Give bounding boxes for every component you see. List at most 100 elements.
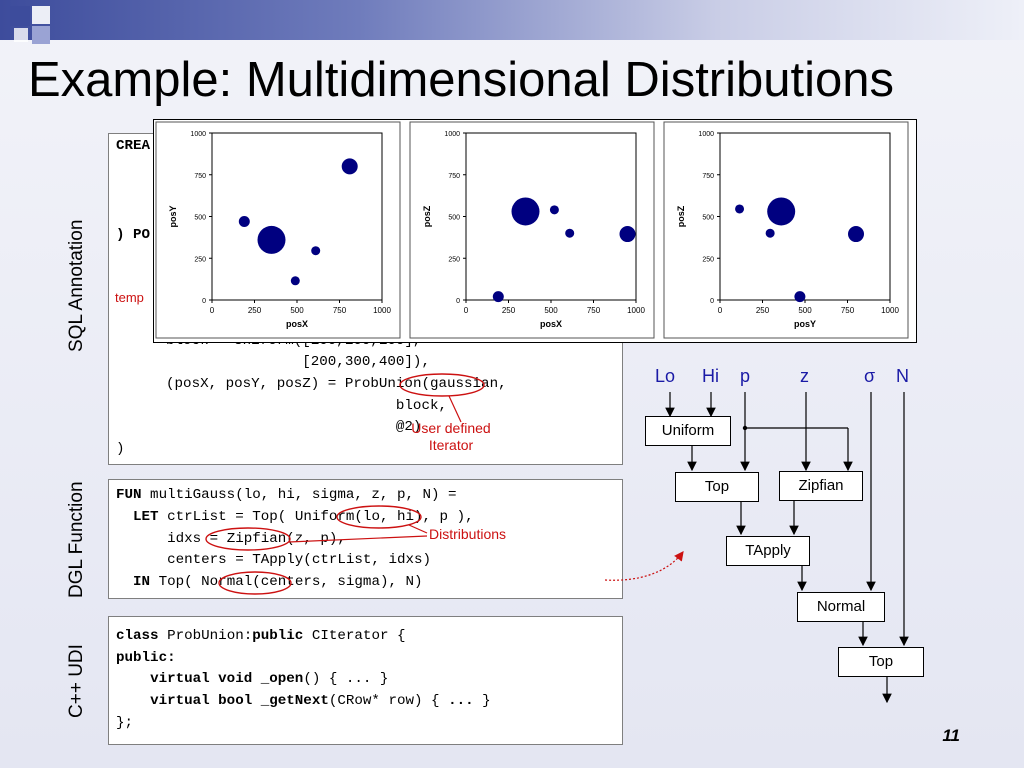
- y-tick-label: 750: [194, 173, 206, 180]
- x-tick-label: 500: [544, 306, 558, 315]
- data-point: [238, 216, 250, 228]
- cpp-line-1: class ProbUnion:public CIterator {: [116, 628, 406, 644]
- node-top-2: Top: [838, 647, 924, 677]
- y-tick-label: 1000: [698, 131, 714, 138]
- data-point: [619, 226, 636, 243]
- scatter-charts-svg: 0 250 500 750 1000 0 250 500 750 1000 posX posY 0 250…: [155, 121, 909, 339]
- data-point: [492, 291, 504, 303]
- probunion-pointer: [448, 395, 462, 423]
- input-n: N: [896, 366, 909, 386]
- x-tick-label: 750: [333, 306, 347, 315]
- input-z: z: [800, 366, 809, 386]
- x-tick-label: 250: [248, 306, 262, 315]
- x-tick-label: 0: [210, 306, 215, 315]
- header-gradient-bar: [0, 0, 1024, 40]
- x-tick-label: 750: [587, 306, 601, 315]
- data-point: [290, 276, 300, 286]
- split-dot: [742, 425, 748, 431]
- cpp-line-4: virtual bool _getNext(CRow* row) { ... }: [150, 693, 491, 709]
- dgl-line-5: IN Top( Normal(centers, sigma), N): [116, 574, 423, 590]
- data-point: [257, 225, 286, 254]
- y-axis-label: posY: [168, 205, 178, 227]
- y-tick-label: 500: [194, 215, 206, 222]
- sql-pos-line: (posX, posY, posZ) = ProbUnion(gaussian,: [149, 376, 507, 392]
- x-tick-label: 0: [718, 306, 723, 315]
- dgl-line-2: LET ctrList = Top( Uniform(lo, hi), p ),: [116, 509, 474, 525]
- sql-cont-line-1: block,: [149, 398, 447, 414]
- data-point: [549, 205, 559, 215]
- y-tick-label: 0: [456, 298, 460, 305]
- x-tick-label: 1000: [627, 306, 645, 315]
- x-tick-label: 750: [841, 306, 855, 315]
- y-tick-label: 1000: [444, 131, 460, 138]
- side-label-cpp: C++ UDI: [66, 644, 87, 718]
- node-zipfian: Zipfian: [779, 471, 863, 501]
- plot-area: [719, 132, 891, 301]
- x-tick-label: 500: [290, 306, 304, 315]
- sql-close-line: ): [116, 441, 125, 457]
- y-tick-label: 500: [448, 215, 460, 222]
- scatter-chart-1: 0 250 500 750 1000 0 250 500 750 1000 posX posY: [155, 121, 401, 339]
- x-tick-label: 1000: [373, 306, 391, 315]
- plot-area: [465, 132, 637, 301]
- dgl-line-3: idxs = Zipfian(z, p),: [116, 531, 346, 547]
- data-point: [848, 226, 864, 243]
- y-tick-label: 250: [194, 256, 206, 263]
- y-tick-label: 750: [448, 173, 460, 180]
- sql-block-line-2: [200,300,400]),: [149, 354, 430, 370]
- logo-square-3: [32, 26, 50, 44]
- data-point: [341, 158, 358, 175]
- cpp-line-3: virtual void _open() { ... }: [150, 671, 389, 687]
- y-tick-label: 250: [448, 256, 460, 263]
- data-point: [511, 197, 540, 226]
- scatter-chart-3: 0 250 500 750 1000 0 250 500 750 1000 posY posZ: [663, 121, 909, 339]
- y-tick-label: 0: [202, 298, 206, 305]
- x-tick-label: 500: [798, 306, 812, 315]
- x-axis-label: posY: [794, 319, 816, 329]
- dgl-code-box: FUN multiGauss(lo, hi, sigma, z, p, N) =…: [108, 479, 623, 599]
- sql-line-1: CREA: [116, 138, 151, 154]
- dgl-line-1: FUN multiGauss(lo, hi, sigma, z, p, N) =: [116, 487, 457, 503]
- input-lo: Lo: [655, 366, 676, 386]
- data-point: [735, 204, 745, 214]
- node-top-1: Top: [675, 472, 759, 502]
- y-tick-label: 0: [710, 298, 714, 305]
- sql-line-4: ) PO: [116, 227, 151, 243]
- y-tick-label: 750: [702, 173, 714, 180]
- x-tick-label: 250: [756, 306, 770, 315]
- distributions-note: Distributions: [429, 526, 507, 542]
- x-tick-label: 250: [502, 306, 516, 315]
- plot-area: [211, 132, 383, 301]
- page-number: 11: [942, 726, 960, 745]
- y-tick-label: 500: [702, 215, 714, 222]
- logo-square-2: [32, 6, 50, 24]
- cpp-line-5: };: [116, 715, 134, 731]
- cpp-line-2: public:: [116, 650, 176, 666]
- sql-temp-text: temp: [115, 290, 144, 305]
- data-point: [767, 197, 796, 226]
- scatter-chart-2: 0 250 500 750 1000 0 250 500 750 1000 posX posZ: [409, 121, 655, 339]
- node-uniform: Uniform: [645, 416, 731, 446]
- x-axis-label: posX: [540, 319, 562, 329]
- x-tick-label: 1000: [881, 306, 899, 315]
- slide-title: Example: Multidimensional Distributions: [28, 53, 895, 107]
- input-sigma: σ: [864, 366, 876, 386]
- scatter-charts-panel: 0 250 500 750 1000 0 250 500 750 1000 posX posY 0 250…: [153, 119, 917, 343]
- x-axis-label: posX: [286, 319, 308, 329]
- x-tick-label: 0: [464, 306, 469, 315]
- side-label-sql: SQL Annotation: [66, 219, 87, 352]
- y-tick-label: 1000: [190, 131, 206, 138]
- input-hi: Hi: [702, 366, 719, 386]
- y-tick-label: 250: [702, 256, 714, 263]
- logo-square-4: [14, 28, 28, 42]
- logo-square-1: [10, 6, 30, 26]
- y-axis-label: posZ: [422, 205, 432, 227]
- y-axis-label: posZ: [676, 205, 686, 227]
- data-point: [565, 228, 575, 238]
- data-point: [311, 246, 321, 256]
- node-normal: Normal: [797, 592, 885, 622]
- data-point: [794, 291, 806, 303]
- cpp-code-box: class ProbUnion:public CIterator { publi…: [108, 616, 623, 745]
- side-label-dgl: DGL Function: [66, 481, 87, 598]
- input-p: p: [740, 366, 751, 386]
